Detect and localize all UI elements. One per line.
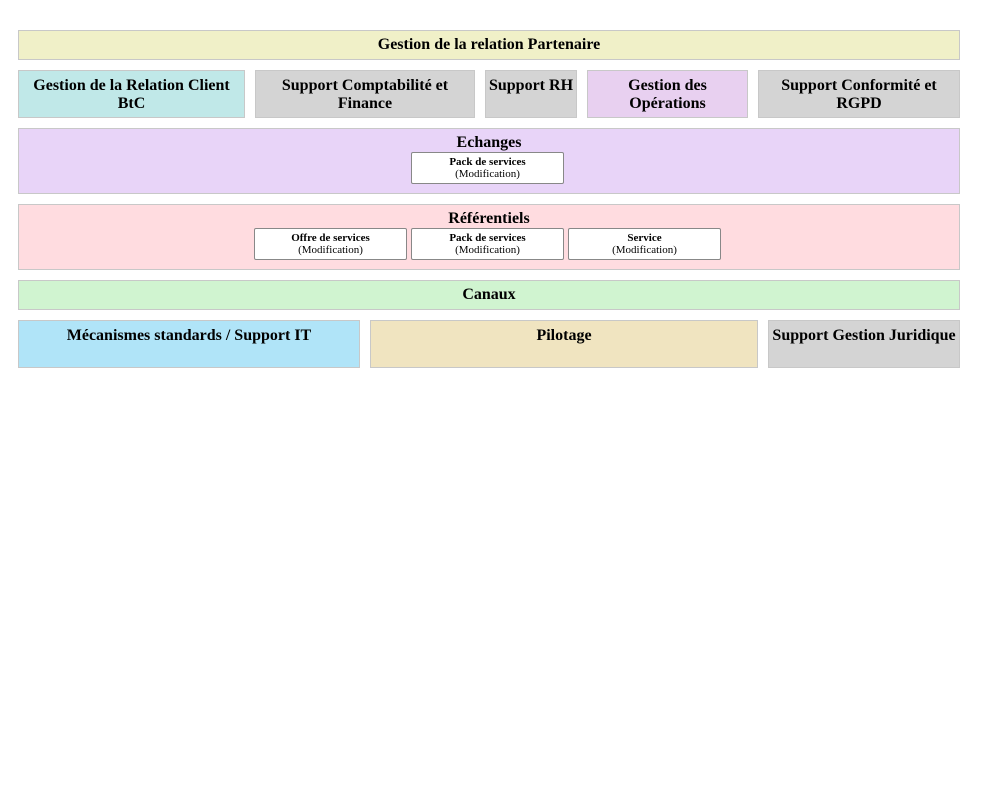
client-relationship-block: Gestion de la Relation Client BtC [18, 70, 245, 118]
operations-block: Gestion des Opérations [587, 70, 748, 118]
referentiels-card-offre-de-services: Offre de services (Modification) [254, 228, 407, 260]
echanges-title: Echanges [456, 134, 522, 151]
pilotage-title: Pilotage [536, 327, 592, 344]
legal-support-block: Support Gestion Juridique [768, 320, 960, 368]
card-status: (Modification) [455, 168, 520, 180]
card-status: (Modification) [455, 244, 520, 256]
referentiels-title: Référentiels [448, 210, 530, 227]
compliance-rgpd-block: Support Conformité et RGPD [758, 70, 960, 118]
canaux-block: Canaux [18, 280, 960, 310]
pilotage-block: Pilotage [370, 320, 758, 368]
card-name: Pack de services [449, 156, 526, 168]
client-relationship-title: Gestion de la Relation Client BtC [33, 77, 230, 112]
hr-support-block: Support RH [485, 70, 577, 118]
referentiels-card-service: Service (Modification) [568, 228, 721, 260]
card-name: Pack de services [449, 232, 526, 244]
card-name: Service [627, 232, 662, 244]
compliance-rgpd-title: Support Conformité et RGPD [781, 77, 937, 112]
card-status: (Modification) [298, 244, 363, 256]
partner-relationship-title: Gestion de la relation Partenaire [377, 36, 601, 53]
it-support-title: Mécanismes standards / Support IT [66, 327, 312, 344]
echanges-card-pack-de-services: Pack de services (Modification) [411, 152, 564, 184]
hr-support-title: Support RH [488, 77, 574, 94]
card-name: Offre de services [291, 232, 370, 244]
legal-support-title: Support Gestion Juridique [772, 327, 956, 344]
accounting-finance-block: Support Comptabilité et Finance [255, 70, 475, 118]
canaux-title: Canaux [462, 286, 516, 303]
accounting-finance-title: Support Comptabilité et Finance [281, 77, 449, 112]
card-status: (Modification) [612, 244, 677, 256]
partner-relationship-block: Gestion de la relation Partenaire [18, 30, 960, 60]
referentiels-card-pack-de-services: Pack de services (Modification) [411, 228, 564, 260]
operations-title: Gestion des Opérations [628, 77, 707, 112]
it-support-block: Mécanismes standards / Support IT [18, 320, 360, 368]
